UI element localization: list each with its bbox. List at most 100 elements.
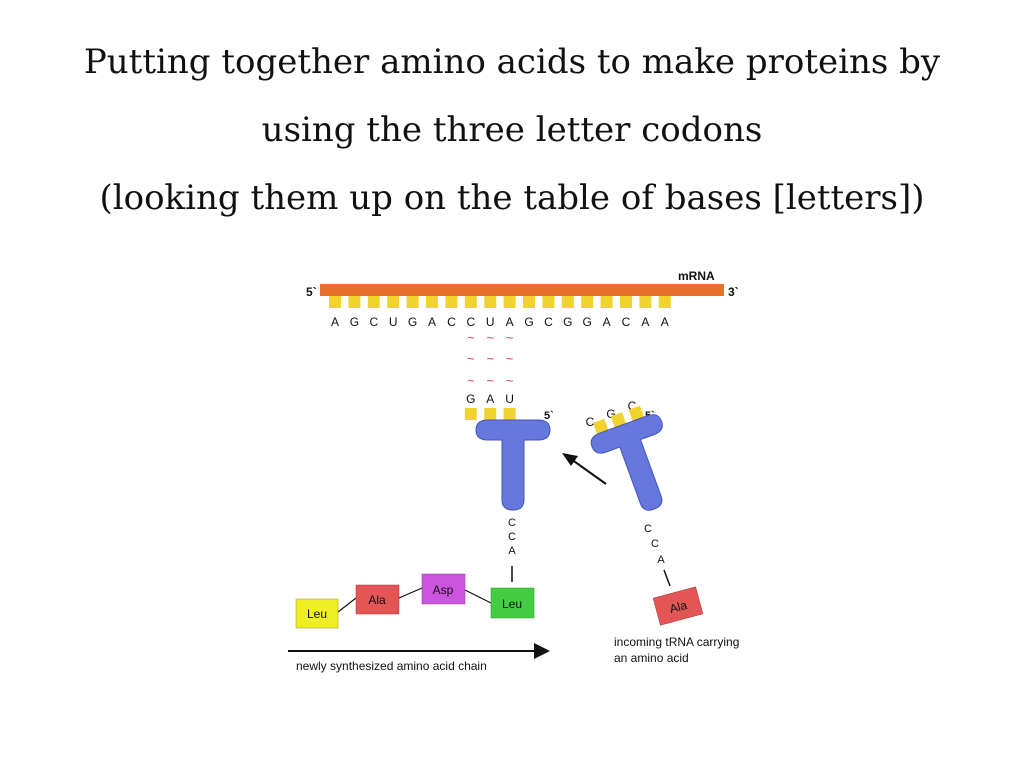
mrna-base-tab: [445, 296, 458, 308]
title-line-3: (looking them up on the table of bases […: [99, 178, 925, 218]
mrna-base-tab: [329, 296, 341, 308]
mrna-base-tab: [561, 296, 574, 308]
bound-anticodon-letter: G: [466, 392, 475, 406]
mrna-base-letter: A: [506, 315, 514, 329]
mrna-label: mRNA: [678, 269, 715, 283]
incoming-amino-acid: Ala: [652, 586, 704, 626]
mrna-base-letter: C: [544, 315, 553, 329]
incoming-anticodon-tab: [610, 412, 627, 428]
bound-tail-letter: C: [508, 517, 516, 529]
incoming-anticodon-letter: C: [628, 399, 637, 413]
hydrogen-bond-squiggle: ~: [467, 373, 475, 388]
mrna-base-tab: [426, 296, 438, 308]
mrna-base-tabs: [329, 296, 671, 308]
mrna-five-prime-label: 5`: [306, 285, 317, 299]
bound-trna-tail-letters: CCA: [508, 517, 516, 557]
incoming-anticodon-tab: [592, 418, 609, 435]
chain-direction-arrow: newly synthesized amino acid chain: [288, 643, 550, 673]
mrna-three-prime-label: 3`: [728, 285, 739, 299]
slide-title: Putting together amino acids to make pro…: [0, 28, 1024, 232]
mrna-strand: [320, 284, 724, 296]
peptide-bond-2: [398, 587, 423, 599]
incoming-anticodon-tabs: [592, 405, 645, 435]
amino-acid-label-4: Leu: [502, 597, 522, 611]
bound-anticodon-tab: [503, 408, 516, 420]
incoming-anticodon-letters: CGC: [586, 399, 637, 429]
chain-arrow-head: [534, 643, 550, 659]
amino-acid-box-2: [355, 584, 400, 615]
amino-acid-box-4: [490, 587, 535, 619]
incoming-amino-acid-box: [652, 586, 704, 626]
mrna-base-letter: A: [603, 315, 611, 329]
mrna-base-letter: U: [486, 315, 495, 329]
hydrogen-bond-squiggle: ~: [486, 373, 494, 388]
mrna-base-letter: G: [583, 315, 592, 329]
incoming-trna-link: [663, 569, 671, 587]
hydrogen-bond-squiggle: ~: [506, 351, 514, 366]
amino-acid-box-3: [421, 573, 466, 605]
codon-anticodon-bonds: ~~~~~~~~~: [467, 330, 514, 388]
incoming-caption-line-1: incoming tRNA carrying: [614, 635, 739, 649]
mrna-base-letter: A: [428, 315, 436, 329]
amino-acid-box-1: [295, 598, 339, 629]
title-line-1: Putting together amino acids to make pro…: [83, 42, 941, 82]
incoming-trna-body: [590, 414, 663, 511]
incoming-anticodon-letter: C: [586, 415, 595, 429]
chain-caption: newly synthesized amino acid chain: [296, 659, 487, 673]
amino-acid-chain: Leu Ala Asp Leu: [295, 573, 535, 629]
mrna-base-tab: [600, 296, 613, 308]
mrna-base-tab: [639, 296, 652, 308]
mrna-base-letter: U: [389, 315, 398, 329]
mrna-base-letter: C: [622, 315, 631, 329]
bound-trna-body: [475, 419, 551, 511]
bound-tail-letter: A: [508, 545, 516, 557]
hydrogen-bond-squiggle: ~: [467, 351, 475, 366]
incoming-tail-letter: C: [644, 523, 652, 535]
mrna-base-tab: [503, 296, 516, 308]
mrna-base-letter: G: [408, 315, 417, 329]
mrna-base-tab: [484, 296, 497, 308]
mrna-base-tab: [387, 296, 400, 308]
mrna-base-tab: [367, 296, 380, 308]
incoming-amino-acid-label: Ala: [668, 598, 689, 616]
mrna-base-tab: [542, 296, 555, 308]
peptide-bond-3: [464, 589, 492, 604]
mrna-base-letter: C: [447, 315, 456, 329]
movement-arrow-head: [562, 453, 578, 466]
mrna-base-tab: [406, 296, 419, 308]
mrna-base-letter: G: [563, 315, 572, 329]
hydrogen-bond-squiggle: ~: [506, 373, 514, 388]
incoming-tail-letter: C: [651, 538, 659, 550]
trna-incoming: CGC 5` CCA Ala incoming tRNA carrying an…: [586, 399, 740, 665]
incoming-anticodon-letter: G: [606, 407, 615, 421]
peptide-bond-1: [337, 597, 357, 613]
mrna-base-letter: A: [661, 315, 669, 329]
mrna-base-letter: C: [369, 315, 378, 329]
amino-acid-label-3: Asp: [433, 583, 454, 597]
incoming-tail-letter: A: [657, 554, 665, 566]
bound-anticodon-letter: A: [486, 392, 494, 406]
bound-anticodon-letter: U: [505, 392, 514, 406]
hydrogen-bond-squiggle: ~: [486, 351, 494, 366]
mrna-base-tab: [658, 296, 671, 308]
title-line-2: using the three letter codons: [261, 110, 763, 150]
bound-anticodon-tab: [464, 408, 477, 420]
mrna-base-tab: [581, 296, 594, 308]
movement-arrow: [562, 453, 607, 485]
amino-acid-label-2: Ala: [368, 593, 386, 607]
bound-anticodon-tab: [484, 408, 497, 420]
bound-five-prime-label: 5`: [544, 410, 554, 422]
mrna-base-letter: G: [350, 315, 359, 329]
incoming-anticodon-tab: [628, 405, 645, 422]
hydrogen-bond-squiggle: ~: [486, 330, 494, 345]
mrna-base-letter: C: [466, 315, 475, 329]
incoming-trna-rotated: [590, 405, 663, 511]
bound-anticodon-tabs: [464, 408, 516, 420]
incoming-trna-tail-letters: CCA: [644, 523, 665, 566]
